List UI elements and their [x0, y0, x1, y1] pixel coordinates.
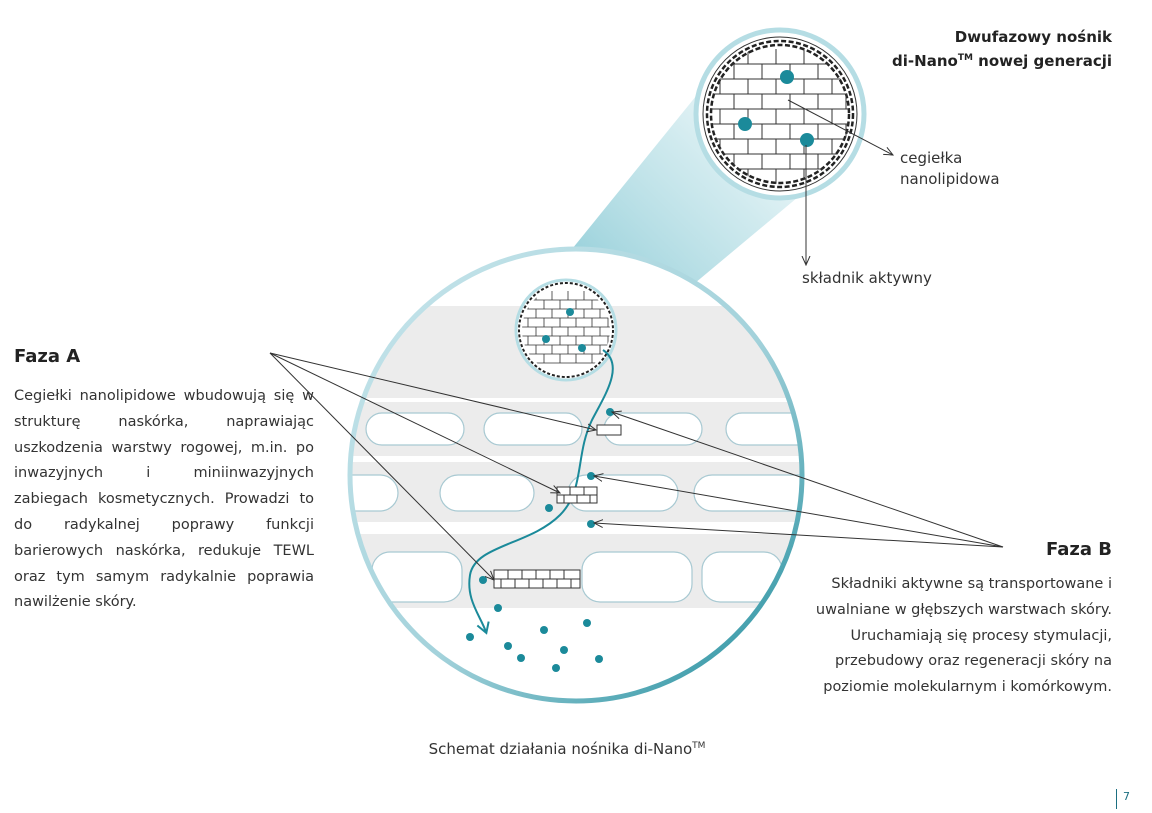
active-ingredient-label: składnik aktywny: [802, 269, 932, 287]
label-pointers: [787, 99, 893, 265]
caption-trademark: TM: [692, 741, 706, 751]
faza-b-heading: Faza B: [1046, 539, 1112, 560]
faza-b-pointers: [594, 412, 1004, 548]
small-carrier: [514, 278, 618, 382]
diagram-caption: Schemat działania nośnika di-NanoTM: [0, 740, 1134, 758]
trademark: TM: [957, 53, 973, 63]
carrier-title-rest: nowej generacji: [978, 52, 1112, 70]
carrier-title-line2: di-NanoTM nowej generacji: [892, 48, 1112, 72]
active-ingredient-dot: [738, 117, 752, 131]
brick-label-line2: nanolipidowa: [900, 170, 1000, 188]
skin-circle: [347, 246, 805, 704]
zoom-carrier: [693, 27, 867, 201]
brand-name: di-Nano: [892, 52, 958, 70]
faza-b-text: Składniki aktywne są transportowane i uw…: [815, 576, 1112, 696]
faza-a-heading: Faza A: [14, 346, 81, 367]
brick-label: cegiełka nanolipidowa: [900, 148, 1000, 190]
brick-label-line1: cegiełka: [900, 149, 963, 167]
faza-a-pointers: [269, 352, 596, 580]
active-ingredient-dot: [780, 70, 794, 84]
active-ingredient-dot: [800, 133, 814, 147]
carrier-title-line1: Dwufazowy nośnik: [954, 28, 1112, 46]
transport-path: [468, 349, 614, 635]
faza-a-text: Cegiełki nanolipidowe wbudowują się w st…: [14, 388, 314, 611]
caption-text: Schemat działania nośnika di-Nano: [428, 740, 693, 758]
carrier-title: Dwufazowy nośnik di-NanoTM nowej generac…: [892, 27, 1112, 72]
page-number: 7: [1116, 789, 1130, 809]
lipid-bricks: [493, 424, 622, 589]
